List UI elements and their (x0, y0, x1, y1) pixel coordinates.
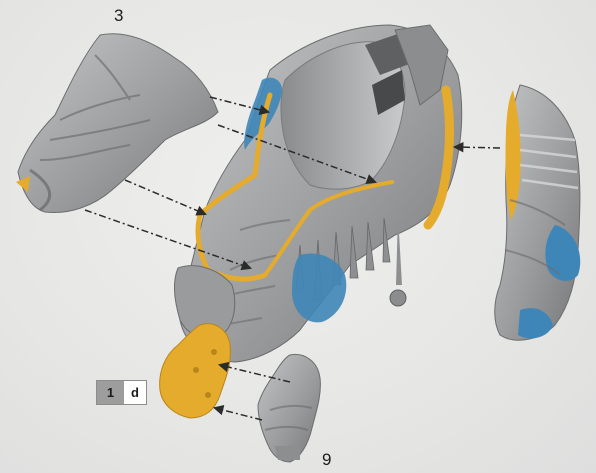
main-cranium (174, 25, 461, 362)
arrow-right-fragment-to-skull (455, 147, 500, 148)
bottom-bone-fragment (258, 354, 320, 462)
callout-label-9: 9 (322, 450, 331, 470)
yellow-bone-piece (160, 324, 231, 418)
callout-label-3: 3 (114, 6, 123, 26)
view-badge-letter: d (124, 381, 146, 404)
left-bone-fragment (16, 34, 218, 213)
view-badge: 1 d (96, 380, 147, 405)
view-badge-number: 1 (97, 381, 124, 404)
arrow-fragment9-to-yellow-bottom (215, 408, 262, 420)
right-bone-fragment (495, 85, 581, 340)
arrow-fragment3-to-suture (125, 180, 205, 214)
